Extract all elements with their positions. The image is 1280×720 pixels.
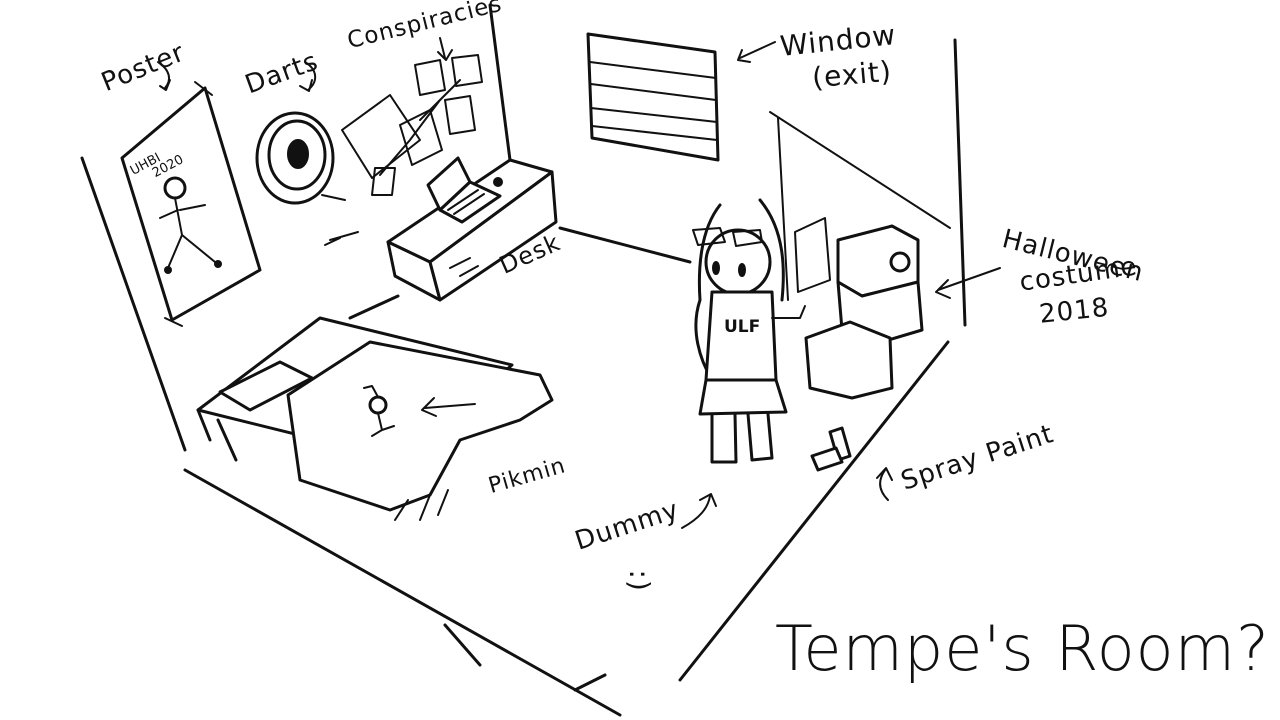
pointer-arrows — [157, 37, 1001, 529]
page-title: Tempe's Room? — [775, 612, 1270, 685]
desk — [386, 156, 558, 302]
poster — [120, 81, 262, 327]
bed — [196, 316, 554, 521]
spray-paint-can — [810, 426, 852, 472]
dummy-figure — [692, 198, 806, 464]
pikmin-toy — [363, 385, 395, 437]
dartboard — [255, 111, 359, 246]
window-exit-label: (exit) — [810, 54, 894, 95]
room-outline — [80, 3, 967, 717]
dummy-smiley: :) — [622, 569, 656, 592]
halloween-costume — [769, 111, 951, 400]
dummy-shirt-text: ULF — [724, 317, 761, 337]
conspiracy-board — [341, 54, 483, 196]
window — [586, 32, 720, 162]
